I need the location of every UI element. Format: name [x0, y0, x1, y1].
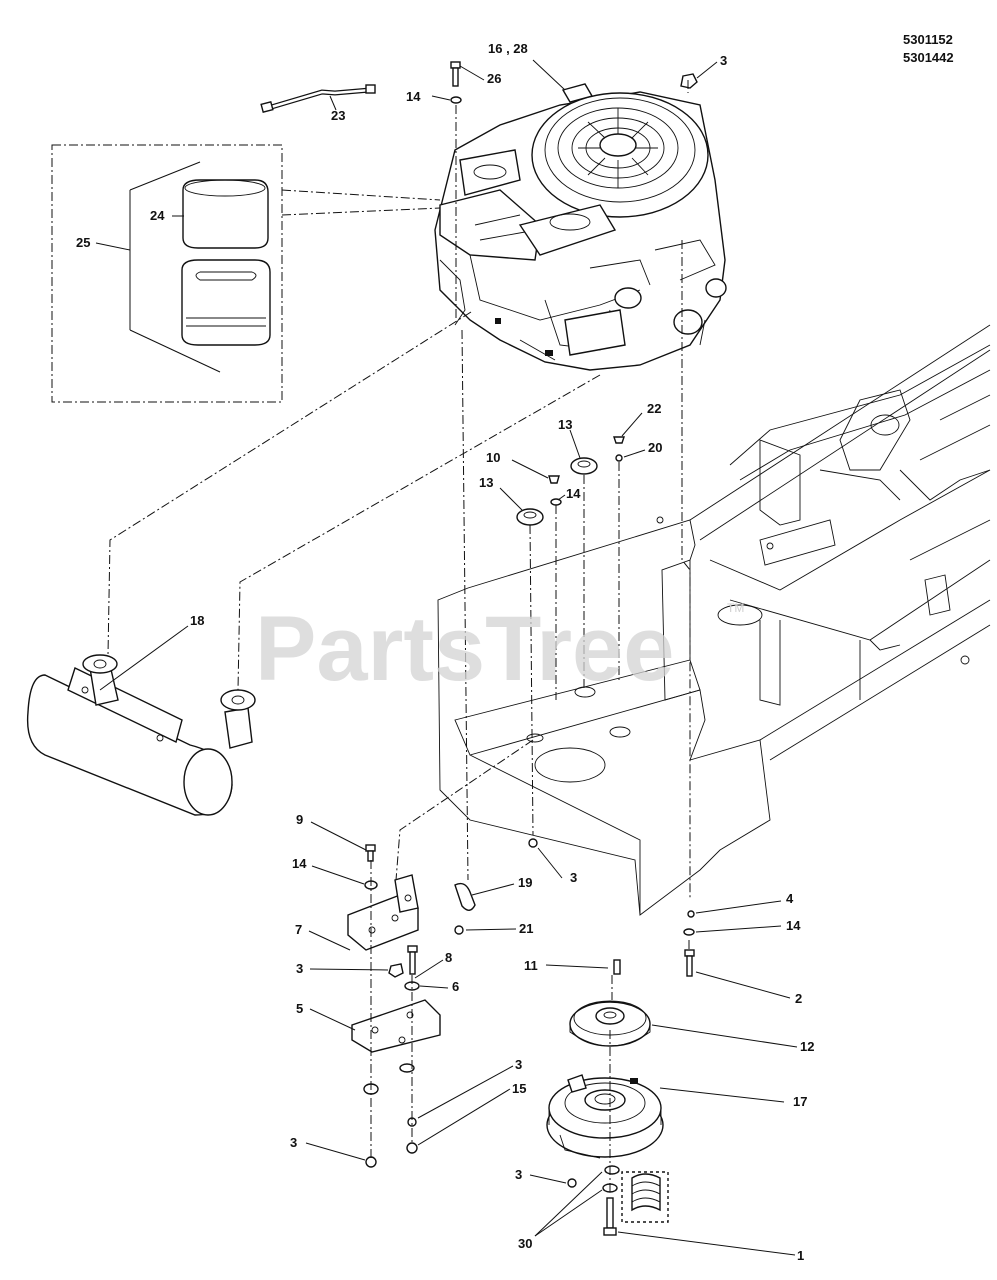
callout-17: 17 [793, 1094, 807, 1109]
grommet-13-right [570, 457, 598, 475]
model-number-1: 5301152 [903, 32, 953, 47]
callout-16-28: 16 , 28 [488, 41, 528, 56]
callout-13-right: 13 [558, 417, 572, 432]
watermark-trademark: TM [727, 601, 744, 615]
nut-3-top [680, 73, 698, 89]
nut-3-clutch [567, 1178, 577, 1188]
bolt-22 [613, 436, 625, 444]
callout-3-clutch: 3 [515, 1167, 522, 1182]
callout-12: 12 [800, 1039, 814, 1054]
washer-30-a [604, 1165, 620, 1175]
bolt-8 [407, 945, 418, 975]
bolt-9 [365, 844, 376, 862]
callout-18: 18 [190, 613, 204, 628]
callout-19: 19 [518, 875, 532, 890]
bolt-1 [603, 1197, 617, 1236]
callout-23: 23 [331, 108, 345, 123]
callout-14-left: 14 [292, 856, 307, 871]
leader-lines [95, 59, 798, 1256]
callout-7: 7 [295, 922, 302, 937]
plate-5 [351, 999, 441, 1053]
callout-8: 8 [445, 950, 452, 965]
callout-14-right: 14 [786, 918, 801, 933]
nut-3-plate [528, 838, 538, 848]
callout-13-left: 13 [479, 475, 493, 490]
air-filter-group [51, 144, 441, 403]
callout-3-bracket: 3 [296, 961, 303, 976]
callout-22: 22 [647, 401, 661, 416]
bolt-26 [450, 61, 461, 87]
shim-stack [621, 1171, 669, 1223]
nut-4 [687, 910, 695, 918]
callout-9: 9 [296, 812, 303, 827]
washer-14-mid [550, 498, 562, 506]
clutch-17 [546, 1074, 664, 1159]
washer-14-right [683, 928, 695, 936]
callout-3-top: 3 [720, 53, 727, 68]
bolt-10 [548, 475, 560, 484]
key-11 [613, 959, 621, 975]
pulley-12 [569, 1000, 651, 1047]
engine-assembly [434, 83, 727, 371]
callout-3-bottom-left: 3 [290, 1135, 297, 1150]
watermark-text: PartsTree [255, 598, 674, 700]
callout-3-plate: 3 [570, 870, 577, 885]
callout-14-mid: 14 [566, 486, 581, 501]
alignment-lines [107, 80, 691, 1195]
callout-14-top: 14 [406, 89, 421, 104]
bracket-7 [347, 874, 419, 951]
callout-4: 4 [786, 891, 794, 906]
muffler-18 [26, 654, 256, 816]
bolt-2 [684, 949, 695, 977]
callout-labels: 16 , 28 3 26 14 23 24 25 13 22 20 10 13 … [76, 41, 814, 1263]
callout-24: 24 [150, 208, 165, 223]
washer-14-top [450, 96, 462, 104]
nut-20 [615, 454, 623, 462]
callout-30: 30 [518, 1236, 532, 1251]
fan-grill [557, 107, 679, 189]
mower-frame [437, 324, 991, 916]
callout-3-lower: 3 [515, 1057, 522, 1072]
callout-21: 21 [519, 921, 533, 936]
callout-15: 15 [512, 1081, 526, 1096]
callout-20: 20 [648, 440, 662, 455]
callout-6: 6 [452, 979, 459, 994]
grommet-13-left [516, 508, 544, 526]
washer-under-plate [399, 1063, 415, 1073]
nut-21 [454, 925, 464, 935]
nut-3-bracket [388, 963, 404, 978]
clamp-19 [454, 882, 476, 911]
fuel-line-23 [260, 84, 376, 114]
callout-1: 1 [797, 1248, 804, 1263]
model-number-2: 5301442 [903, 50, 954, 65]
callout-10: 10 [486, 450, 500, 465]
callout-25: 25 [76, 235, 90, 250]
callout-26: 26 [487, 71, 501, 86]
callout-11: 11 [524, 958, 538, 973]
callout-2: 2 [795, 991, 802, 1006]
callout-5: 5 [296, 1001, 303, 1016]
nut-15 [406, 1142, 418, 1154]
nut-3-bottom-left [365, 1156, 377, 1168]
